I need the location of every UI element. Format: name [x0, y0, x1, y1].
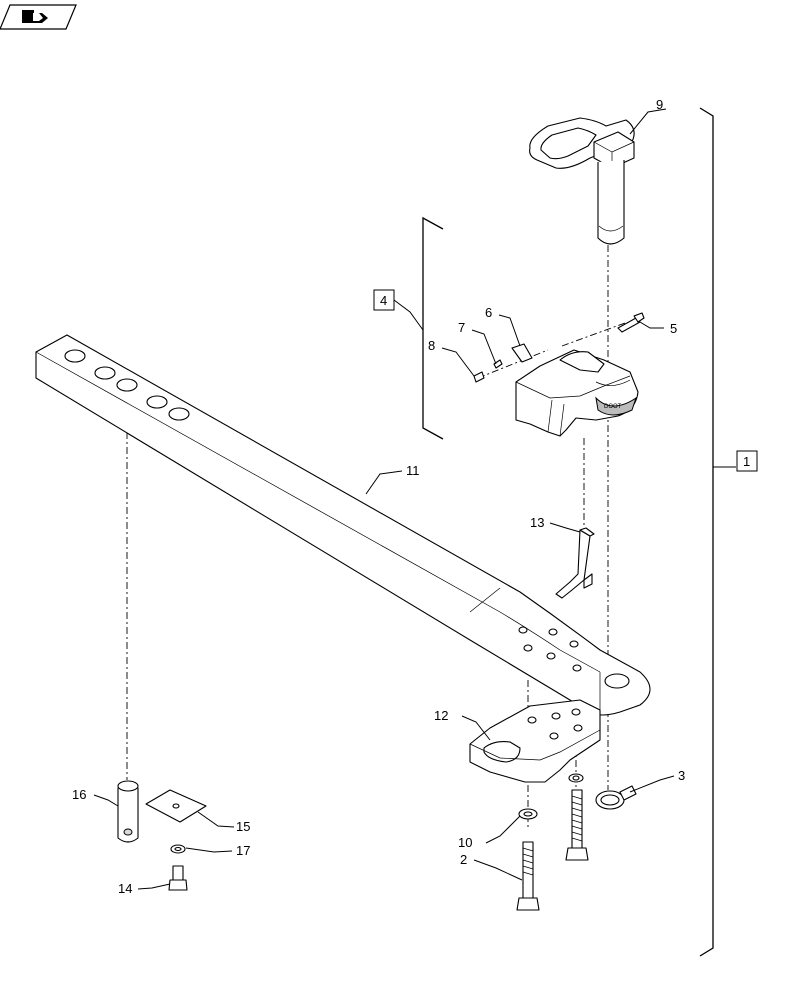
- label-1: 1: [743, 454, 750, 469]
- assembly-4-bracket: [393, 216, 444, 440]
- label-9: 9: [656, 97, 663, 112]
- embossed-text: DOOT: [604, 404, 622, 410]
- boxed-label-4: 4: [373, 289, 395, 311]
- washer: [518, 808, 538, 820]
- label-3: 3: [678, 768, 685, 783]
- label-11: 11: [406, 463, 420, 478]
- label-15: 15: [236, 819, 250, 834]
- lock-washer: [170, 844, 186, 854]
- label-14: 14: [118, 881, 132, 896]
- hitch-pin-with-handle: [529, 117, 635, 245]
- label-7: 7: [458, 320, 465, 335]
- cap-screw: [168, 865, 188, 891]
- hitch-latch-body: DOOT: [515, 349, 639, 437]
- label-8: 8: [428, 338, 435, 353]
- label-12: 12: [434, 708, 448, 723]
- label-4: 4: [380, 293, 387, 308]
- lever: [555, 527, 595, 599]
- cotter-pin: [473, 371, 485, 383]
- label-2: 2: [460, 852, 467, 867]
- washer-upper: [568, 773, 584, 783]
- retainer-plate: [145, 789, 207, 823]
- page-navigation-icon[interactable]: [0, 4, 77, 30]
- label-6: 6: [485, 305, 492, 320]
- spring-pin: [493, 359, 503, 369]
- threaded-bolt-right: [565, 789, 589, 861]
- label-10: 10: [458, 835, 472, 850]
- bolt: [516, 841, 540, 911]
- label-16: 16: [72, 787, 86, 802]
- mounting-plate: [469, 699, 601, 783]
- leader-lines: [93, 108, 675, 890]
- boxed-label-1: 1: [736, 450, 758, 472]
- ring-clip: [595, 785, 637, 810]
- label-13: 13: [530, 515, 544, 530]
- latch-block: [511, 343, 533, 363]
- part-labels: 9 5 6 7 8 11 13 12 3 10 2 16 15 17 14: [72, 97, 685, 896]
- label-17: 17: [236, 843, 250, 858]
- small-pin: [617, 312, 645, 333]
- label-5: 5: [670, 321, 677, 336]
- pivot-pin: [117, 780, 139, 843]
- assembly-1-bracket: [699, 107, 736, 957]
